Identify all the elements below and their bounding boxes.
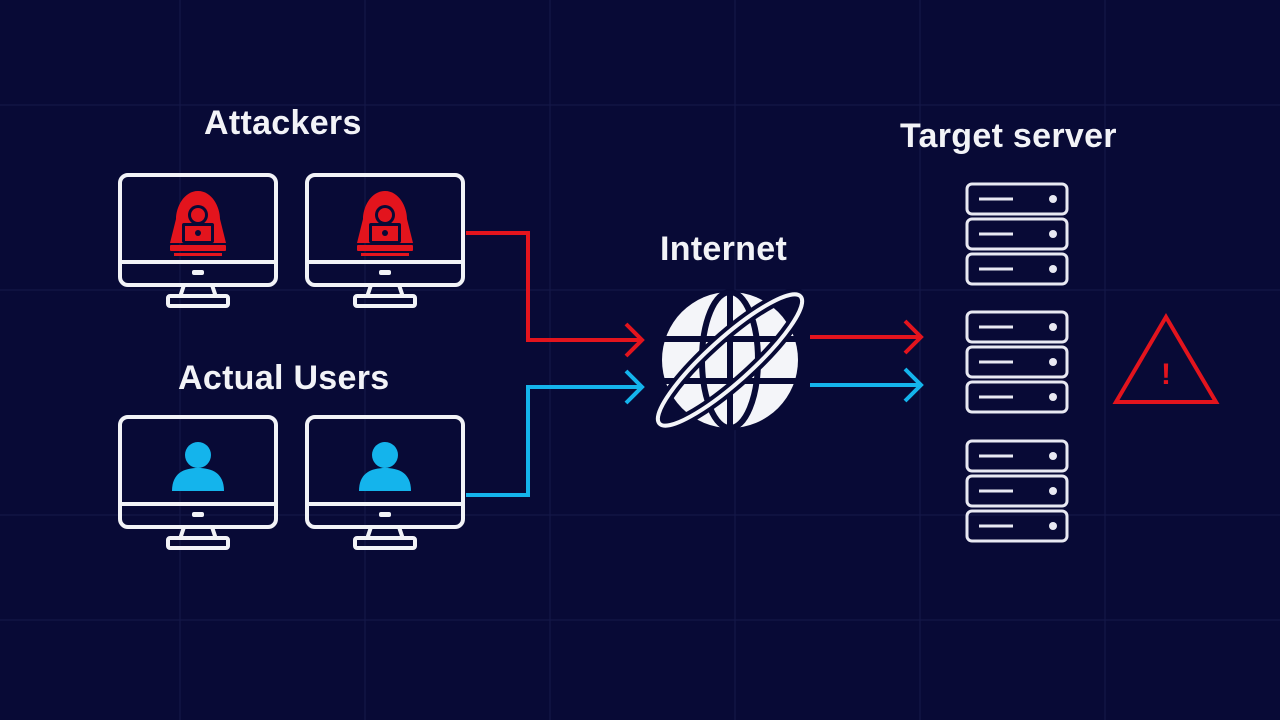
user-traffic-line — [466, 369, 645, 497]
globe-icon — [651, 288, 809, 432]
server-rack-3 — [965, 439, 1069, 543]
hacker-icon — [170, 191, 226, 256]
attack-traffic-to-server — [810, 319, 924, 355]
server-icon — [965, 439, 1069, 473]
user-computer — [305, 415, 465, 550]
attackers-label: Attackers — [204, 104, 362, 142]
server-rack-1 — [965, 182, 1069, 286]
internet-label: Internet — [660, 230, 788, 268]
attack-traffic-line — [466, 231, 645, 358]
server-icon — [965, 474, 1069, 508]
server-icon — [965, 380, 1069, 414]
target-server-label: Target server — [900, 117, 1117, 155]
attacker-computer — [118, 173, 278, 308]
hacker-icon — [357, 191, 413, 256]
user-icon — [359, 442, 411, 491]
server-icon — [965, 217, 1069, 251]
actual-users-label: Actual Users — [178, 359, 390, 397]
server-icon — [965, 509, 1069, 543]
server-rack-2 — [965, 310, 1069, 414]
server-icon — [965, 345, 1069, 379]
user-computer — [118, 415, 278, 550]
attacker-computer — [305, 173, 465, 308]
warning-icon: ! — [1112, 313, 1220, 404]
server-icon — [965, 182, 1069, 216]
server-icon — [965, 252, 1069, 286]
user-icon — [172, 442, 224, 491]
warning-symbol: ! — [1161, 358, 1171, 391]
user-traffic-to-server — [810, 367, 924, 403]
server-icon — [965, 310, 1069, 344]
